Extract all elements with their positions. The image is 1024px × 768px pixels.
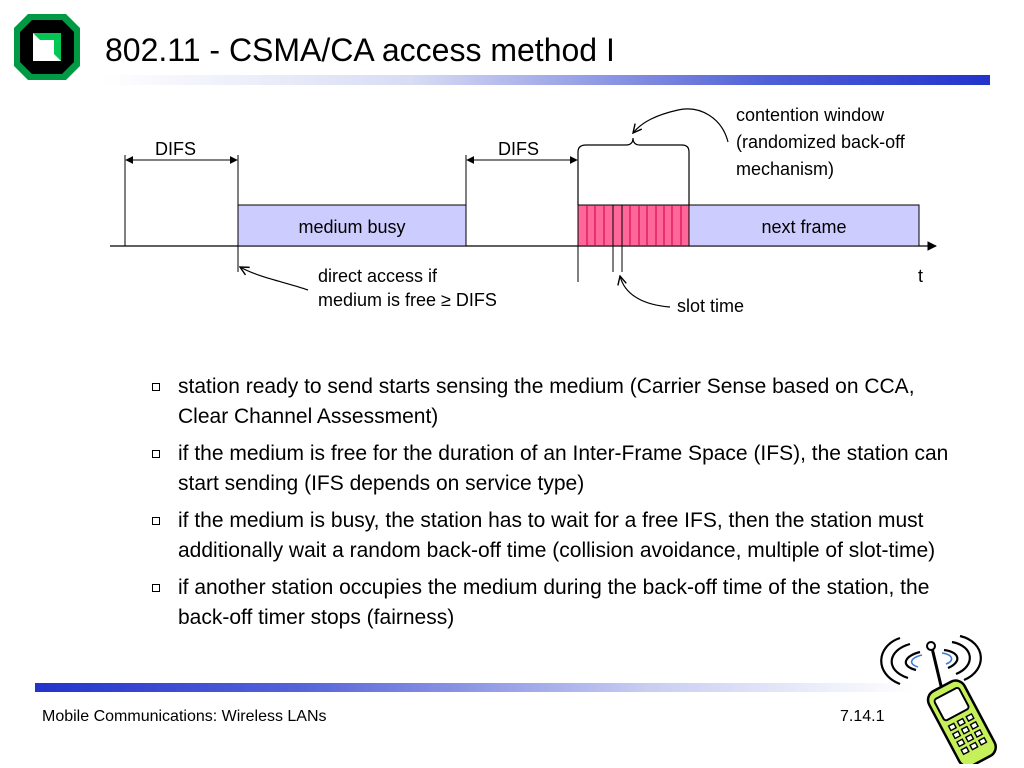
time-axis-label: t [918, 266, 923, 286]
bullet-item: if another station occupies the medium d… [148, 573, 958, 633]
csma-ca-timing-diagram: t DIFS DIFS medium busy next frame conte… [110, 105, 937, 316]
contention-window-pointer [633, 108, 729, 143]
contention-slot-lines [586, 205, 682, 246]
bullet-item: station ready to send starts sensing the… [148, 372, 958, 432]
contention-window-brace [577, 137, 690, 205]
slot-time-label: slot time [677, 296, 744, 316]
mobile-phone-icon [880, 634, 997, 764]
bullet-text: if the medium is free for the duration o… [178, 442, 949, 495]
next-frame-label: next frame [761, 217, 846, 237]
contention-window-label: contention window (randomized back-off m… [736, 105, 910, 179]
footer-course: Mobile Communications: Wireless LANs [42, 708, 327, 725]
bullet-square-icon [152, 383, 160, 391]
footer-page-number: 7.14.1 [840, 708, 885, 725]
difs-label-1: DIFS [155, 139, 196, 159]
next-frame-block [688, 204, 920, 247]
contention-window-line-2: (randomized back-off [736, 132, 906, 152]
contention-window-line-1: contention window [736, 105, 885, 125]
direct-access-line-1: direct access if [318, 266, 438, 286]
bullet-item: if the medium is free for the duration o… [148, 439, 958, 499]
bullet-item: if the medium is busy, the station has t… [148, 506, 958, 566]
bullet-list: station ready to send starts sensing the… [148, 372, 958, 640]
direct-access-label: direct access if medium is free ≥ DIFS [318, 266, 497, 310]
difs-label-2: DIFS [498, 139, 539, 159]
medium-busy-block [237, 204, 467, 247]
university-logo-icon [14, 14, 80, 80]
bullet-square-icon [152, 517, 160, 525]
bullet-text: if the medium is busy, the station has t… [178, 509, 936, 562]
title-divider [100, 75, 990, 85]
slot-time-pointer [620, 276, 671, 308]
bullet-square-icon [152, 450, 160, 458]
bullet-text: if another station occupies the medium d… [178, 576, 930, 629]
direct-access-pointer [240, 267, 309, 291]
bullet-text: station ready to send starts sensing the… [178, 375, 915, 428]
bullet-square-icon [152, 584, 160, 592]
direct-access-line-2: medium is free ≥ DIFS [318, 290, 497, 310]
medium-busy-label: medium busy [298, 217, 405, 237]
footer-divider [35, 683, 915, 692]
slide-title: 802.11 - CSMA/CA access method I [105, 32, 615, 68]
contention-window-line-3: mechanism) [736, 159, 834, 179]
